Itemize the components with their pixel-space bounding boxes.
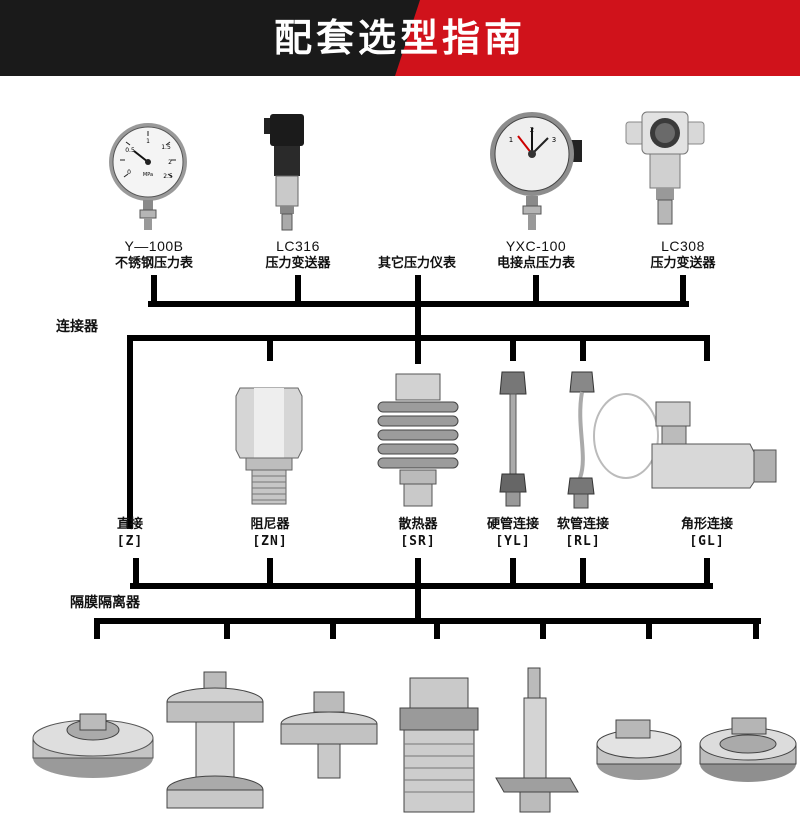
page-title: 配套选型指南 [273, 16, 526, 60]
insertion-seal-image [495, 667, 579, 813]
clamp-seal-image [699, 717, 797, 782]
diaphragm-seal-image [32, 713, 154, 778]
dial-tick: 1 [509, 136, 513, 144]
header-banner: 配套选型指南 [0, 0, 800, 76]
radiator-image [377, 373, 459, 507]
dial-tick: 3 [552, 136, 556, 144]
dial-tick: 1 [146, 138, 150, 145]
soft-pipe-image [567, 371, 659, 509]
diaphragm-section-label: 隔膜隔离器 [70, 595, 140, 611]
angle-connector-image [651, 401, 777, 489]
banner-background [0, 0, 800, 76]
contact-gauge-image: 2 1 3 [490, 112, 582, 230]
connector-label-sr: 散热器 [SR] [398, 517, 438, 549]
connectors-section-label: 连接器 [56, 319, 98, 335]
sanitary-seal-image [596, 719, 682, 780]
hard-pipe-image [499, 371, 527, 507]
dial-tick: 1.5 [161, 144, 171, 151]
transmitter-image [264, 114, 304, 231]
selection-diagram: 1 1.5 0.5 2 0 2.5 MPa 2 1 3 [0, 76, 800, 832]
connector-label-rl: 软管连接 [RL] [556, 517, 609, 549]
gauge-label-y100b: Y—100B 不锈钢压力表 [114, 238, 193, 271]
dial-tick: 0.5 [125, 147, 135, 154]
connection-lines [94, 275, 761, 639]
dial-tick: 2 [168, 159, 172, 166]
connector-label-zn: 阻尼器 [ZN] [250, 517, 290, 549]
flanged-seal-image [166, 671, 264, 809]
extended-seal-image [399, 677, 479, 813]
gauge-label-other: 其它压力仪表 [377, 256, 456, 271]
connector-label-z: 直接 [Z] [116, 517, 144, 549]
pressure-gauge-image: 1 1.5 0.5 2 0 2.5 MPa [109, 123, 187, 230]
threaded-seal-image [280, 691, 378, 779]
gauge-label-lc308: LC308 压力变送器 [650, 238, 716, 271]
dial-unit: MPa [143, 172, 153, 178]
gauge-label-yxc100: YXC-100 电接点压力表 [496, 238, 575, 271]
damper-image [235, 387, 303, 505]
dial-tick: 0 [127, 169, 131, 176]
dial-tick: 2.5 [163, 173, 173, 180]
gauge-label-lc316: LC316 压力变送器 [265, 238, 331, 271]
connector-label-yl: 硬管连接 [YL] [486, 517, 539, 549]
smart-transmitter-image [625, 111, 705, 225]
connector-label-gl: 角形连接 [GL] [680, 517, 733, 549]
